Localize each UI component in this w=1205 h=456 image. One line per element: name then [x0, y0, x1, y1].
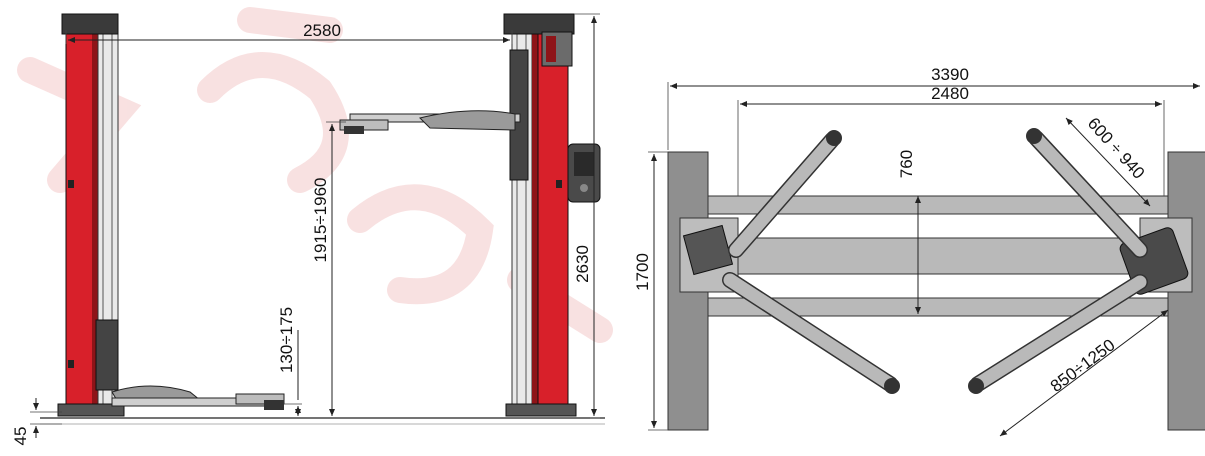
motor-top-icon [682, 224, 734, 276]
left-lowered-arm [111, 385, 285, 410]
dim-label-1915-1960: 1915÷1960 [311, 178, 330, 263]
dim-label-760: 760 [897, 150, 916, 178]
left-column [57, 13, 125, 417]
dim-3390: 3390 [667, 65, 1200, 150]
arm-front-left [728, 130, 842, 258]
lift-pad-icon [264, 400, 284, 410]
dim-label-2630: 2630 [573, 245, 592, 283]
dim-850-1250: 850÷1250 [999, 309, 1169, 437]
dim-label-1700: 1700 [633, 253, 652, 291]
dim-45: 45 [11, 398, 62, 445]
dim-label-2480: 2480 [931, 84, 969, 103]
dim-130-175: 130÷175 [277, 307, 302, 416]
dim-2630: 2630 [573, 13, 600, 419]
dim-1915-1960: 1915÷1960 [311, 121, 346, 416]
dim-2580: 2580 [65, 21, 513, 44]
dim-label-45: 45 [11, 427, 30, 446]
dim-760: 760 [897, 150, 921, 314]
dim-label-130-175: 130÷175 [277, 307, 296, 373]
right-raised-arm [339, 110, 521, 134]
motor-icon [541, 31, 573, 67]
control-box-icon [567, 143, 601, 203]
dim-label-600-940: 600 ÷ 940 [1084, 114, 1149, 183]
dim-label-850-1250: 850÷1250 [1047, 335, 1119, 396]
dim-1700: 1700 [633, 151, 668, 431]
lift-pad-icon [826, 130, 842, 146]
right-column [503, 13, 601, 417]
dim-2480: 2480 [737, 84, 1165, 196]
front-view: 2580 2630 1915÷1960 130÷175 [11, 13, 605, 445]
top-view: 3390 2480 1700 760 600 ÷ 940 [633, 65, 1205, 437]
arm-rear-left [722, 272, 900, 394]
dim-label-2580: 2580 [303, 21, 341, 40]
dim-label-3390: 3390 [931, 65, 969, 84]
